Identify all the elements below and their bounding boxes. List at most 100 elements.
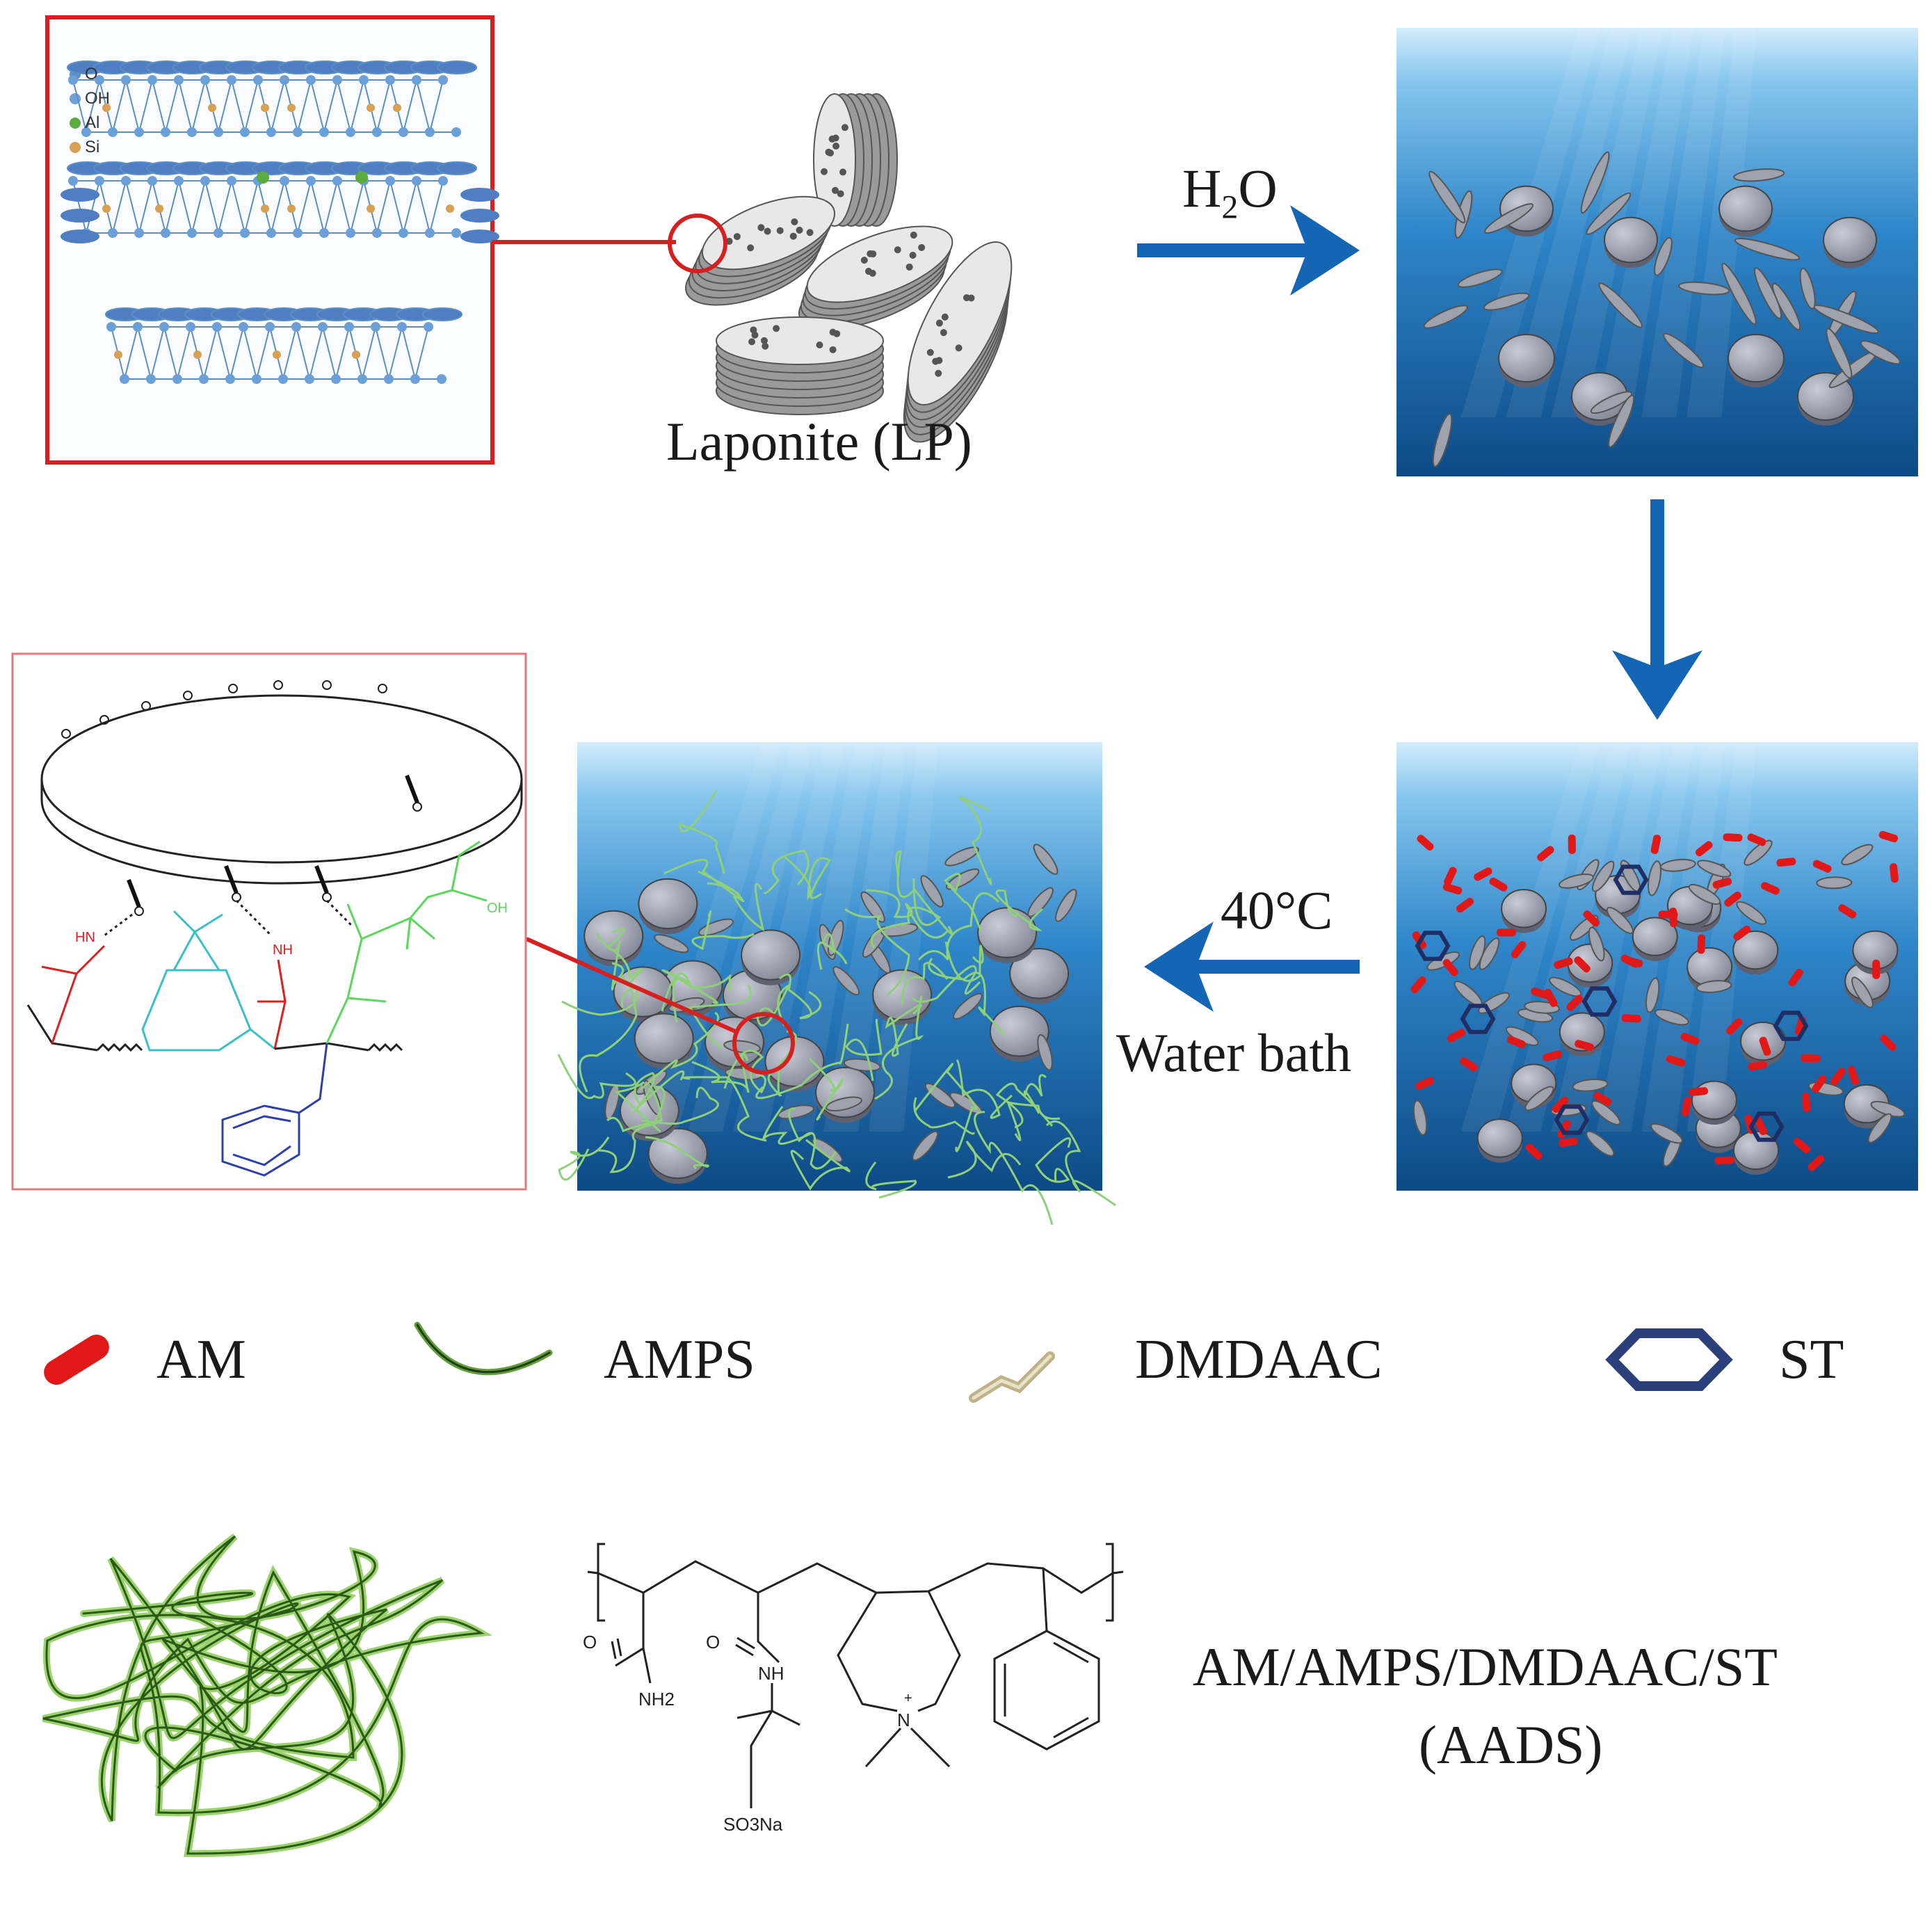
platelet-edge bbox=[1432, 413, 1453, 467]
lattice-bond bbox=[124, 326, 138, 380]
lattice-bond bbox=[218, 180, 232, 234]
stack-center bbox=[798, 225, 953, 330]
zoom-circle-gel bbox=[732, 1012, 795, 1075]
platelet-edge bbox=[1484, 203, 1534, 234]
am-monomer bbox=[1880, 1034, 1897, 1051]
platelet-edge bbox=[1412, 1100, 1428, 1136]
si-o-bond bbox=[405, 774, 419, 804]
platelet-dot bbox=[905, 263, 913, 271]
lattice-atom-o bbox=[147, 75, 157, 85]
crystal-legend-o: O bbox=[85, 65, 98, 83]
am-monomer bbox=[1748, 1061, 1767, 1071]
lattice-atom-o bbox=[161, 228, 170, 238]
lattice-ellipse bbox=[61, 230, 99, 243]
gel-strand bbox=[1023, 1074, 1047, 1114]
platelet-dot bbox=[940, 329, 947, 337]
st-monomer bbox=[1460, 1004, 1496, 1034]
lattice-atom-o bbox=[280, 176, 289, 186]
lattice-bond bbox=[152, 79, 166, 133]
lattice-atom-si bbox=[261, 104, 269, 112]
surface-oxygen bbox=[228, 684, 238, 693]
crystal-legend-si: Si bbox=[85, 138, 100, 156]
lattice-atom-o bbox=[306, 75, 316, 85]
gel-strand bbox=[755, 1023, 849, 1100]
platelet-dot bbox=[831, 186, 839, 194]
lattice-bond bbox=[216, 326, 231, 380]
platelet-edge bbox=[1736, 901, 1766, 925]
platelet-edge bbox=[777, 1104, 814, 1120]
platelet-edge bbox=[1744, 839, 1773, 866]
am-monomer bbox=[1554, 957, 1573, 970]
platelet-edge bbox=[944, 846, 979, 867]
lattice-atom-o bbox=[108, 127, 118, 137]
lattice-atom-o bbox=[95, 75, 104, 85]
structure-nh: NH bbox=[758, 1663, 784, 1684]
stack-left bbox=[685, 195, 836, 306]
gel-strand bbox=[944, 873, 982, 931]
lattice-bond bbox=[403, 79, 417, 133]
lattice-atom-o bbox=[187, 127, 197, 137]
monomer-mixture bbox=[1410, 830, 1906, 1175]
am-monomer bbox=[1812, 860, 1832, 873]
platelet-dot bbox=[955, 344, 963, 352]
platelet-edge bbox=[912, 1130, 939, 1161]
gel-strand bbox=[995, 1082, 1054, 1129]
lattice-atom-o bbox=[412, 176, 421, 186]
am-monomer bbox=[1695, 841, 1713, 857]
lattice-atom-al bbox=[257, 171, 269, 184]
structure-n-plus: + bbox=[904, 1691, 912, 1706]
water-bath-label: Water bath bbox=[1116, 1022, 1352, 1083]
lattice-atom-si bbox=[208, 104, 216, 112]
structure-n: N bbox=[897, 1710, 910, 1730]
lattice-atom-o bbox=[371, 322, 380, 332]
gel-strand bbox=[865, 889, 949, 939]
lattice-atom-o bbox=[278, 374, 288, 384]
st-monomer bbox=[1748, 1111, 1785, 1142]
platelet-edge bbox=[1721, 262, 1757, 325]
lattice-ellipse bbox=[422, 307, 462, 321]
polymer-coil bbox=[42, 1533, 493, 1858]
platelet-edge bbox=[1841, 844, 1874, 866]
lattice-atom-o bbox=[68, 75, 78, 85]
lattice-atom-o bbox=[399, 127, 408, 137]
lattice-bond bbox=[429, 79, 444, 133]
platelet-dot bbox=[935, 369, 942, 377]
am-monomer bbox=[1558, 1137, 1578, 1148]
platelet-dot bbox=[829, 346, 837, 353]
polymer-abbr: (AADS) bbox=[1419, 1714, 1603, 1775]
platelet-face bbox=[1823, 216, 1877, 264]
platelet-dot bbox=[860, 257, 868, 264]
structure-o-am: O bbox=[583, 1632, 597, 1652]
lattice-atom-o bbox=[159, 322, 169, 332]
lattice-atom-si bbox=[155, 204, 163, 213]
platelet-face bbox=[1718, 185, 1773, 232]
platelet bbox=[716, 316, 884, 365]
am-monomer bbox=[1621, 1014, 1641, 1023]
am-monomer bbox=[1474, 867, 1492, 881]
platelet-face bbox=[764, 1036, 825, 1087]
legend-symbols bbox=[44, 1321, 1733, 1403]
am-monomer bbox=[1801, 1054, 1821, 1063]
platelet-edge bbox=[1654, 1008, 1689, 1026]
platelet-edge bbox=[1033, 844, 1058, 875]
platelet-face bbox=[1476, 1118, 1523, 1158]
platelet-dot bbox=[941, 313, 949, 321]
lattice-atom-o bbox=[187, 228, 197, 238]
am-monomer bbox=[1761, 882, 1780, 895]
lattice-atom-o bbox=[332, 75, 342, 85]
lattice-atom-o bbox=[319, 127, 329, 137]
lattice-ellipse bbox=[437, 161, 477, 175]
legend-dot-si bbox=[70, 142, 81, 153]
crystal-frame bbox=[45, 15, 494, 465]
platelet-edge bbox=[1479, 937, 1500, 970]
lattice-ellipse bbox=[460, 209, 499, 223]
am-monomer bbox=[1531, 987, 1550, 999]
platelet-face bbox=[1687, 947, 1733, 987]
platelet-edge bbox=[1590, 391, 1633, 415]
lattice-atom-o bbox=[357, 374, 367, 384]
lattice-bond bbox=[112, 79, 127, 133]
lattice-bond bbox=[337, 79, 351, 133]
am-monomer bbox=[1747, 833, 1766, 846]
platelet-edge bbox=[1696, 980, 1732, 993]
platelet-edge bbox=[1580, 151, 1610, 214]
